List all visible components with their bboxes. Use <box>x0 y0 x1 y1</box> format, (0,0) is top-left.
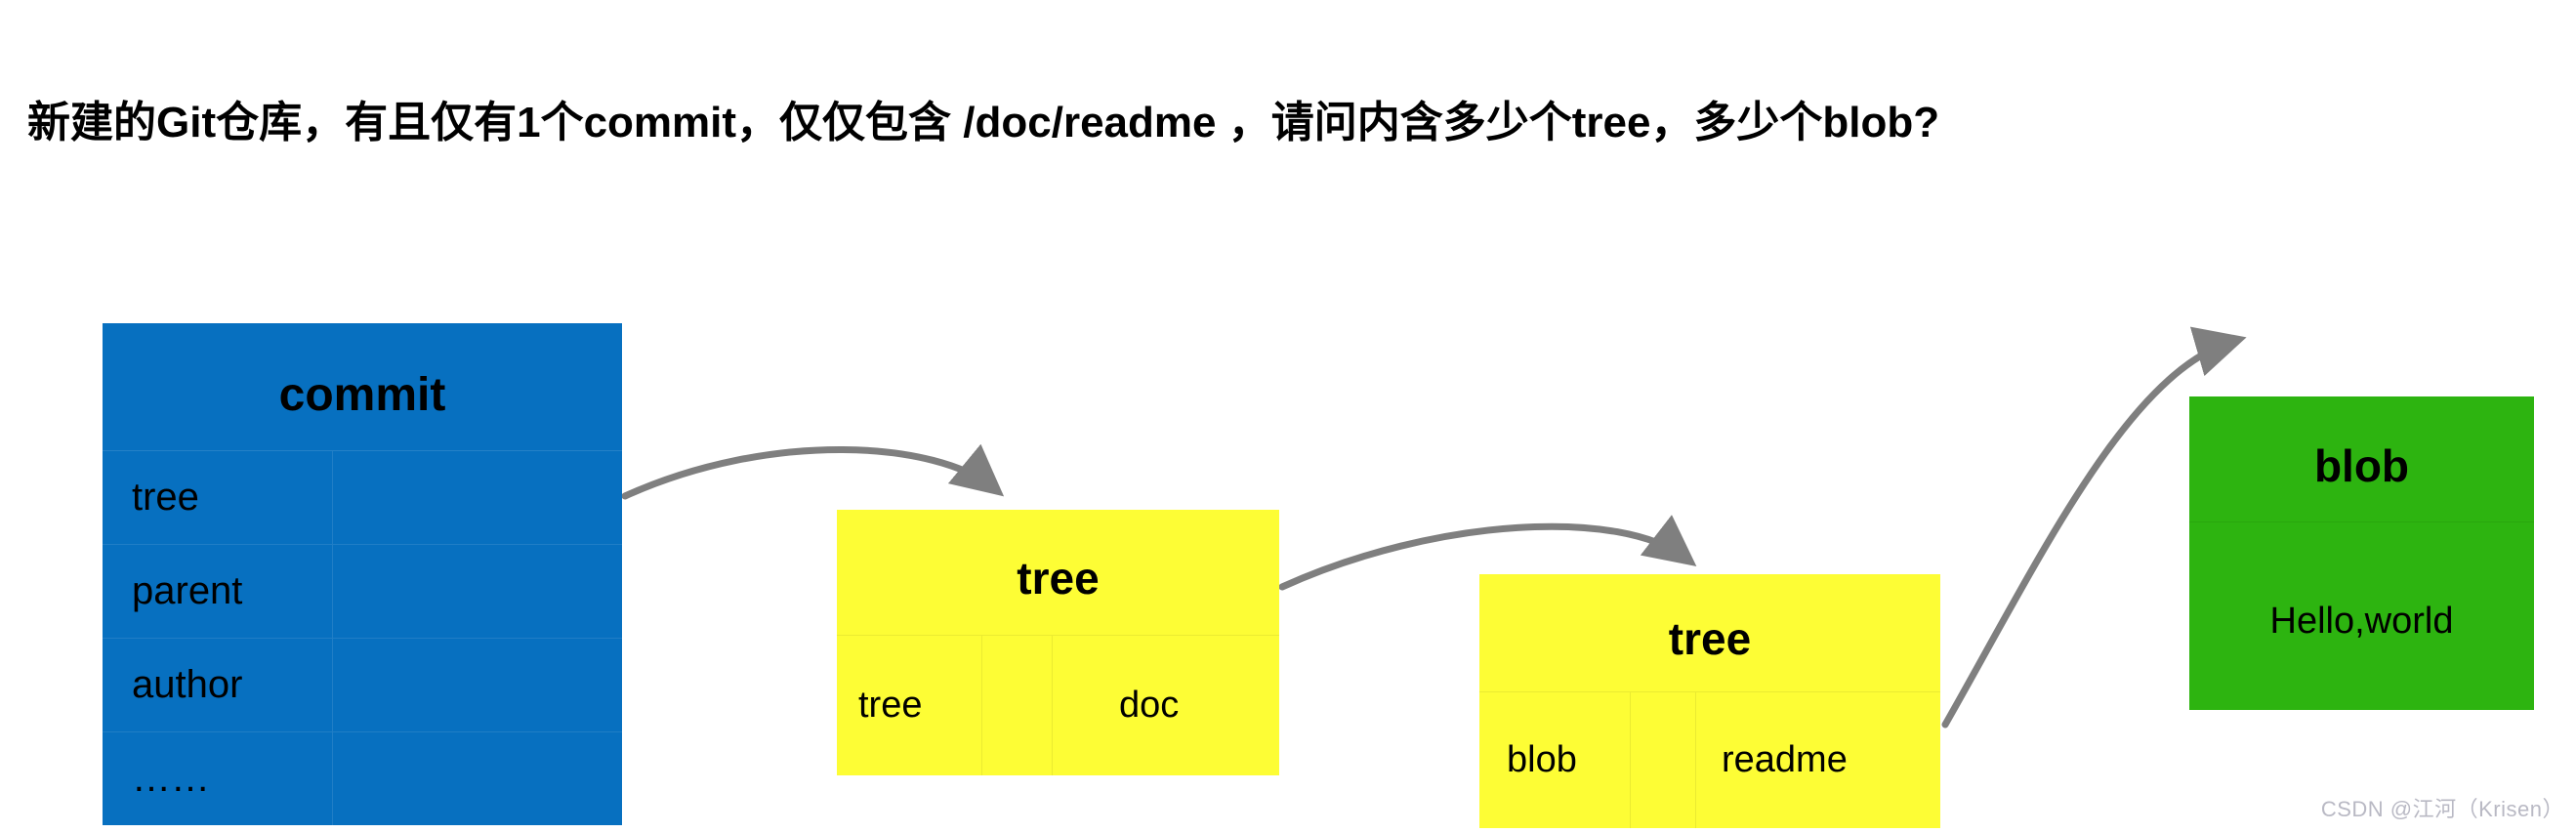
node-commit-header: commit <box>278 368 446 421</box>
node-tree-1-header: tree <box>1017 553 1100 604</box>
table-row: Hello,world <box>2189 521 2534 710</box>
node-blob-header: blob <box>2313 440 2410 491</box>
cell-object-name: doc <box>1119 685 1180 726</box>
node-tree-1-rows: tree doc <box>837 635 1279 775</box>
arrow-commit-to-tree1 <box>621 443 1005 500</box>
node-commit[interactable]: commit tree parent author …… <box>103 323 622 825</box>
cell-object-name: readme <box>1722 739 1848 780</box>
cell-blob-content: Hello,world <box>2269 600 2454 642</box>
table-row: blob readme <box>1479 691 1940 828</box>
page-title: 新建的Git仓库，有且仅有1个commit，仅仅包含 /doc/readme ，… <box>27 99 1940 146</box>
node-tree-1[interactable]: tree tree doc <box>837 510 1279 775</box>
cell-label: tree <box>132 476 199 519</box>
node-blob-rows: Hello,world <box>2189 521 2534 710</box>
cell-value <box>332 451 593 544</box>
cell-label: parent <box>132 569 243 612</box>
table-row: author <box>103 638 622 731</box>
node-tree-2-rows: blob readme <box>1479 691 1940 828</box>
cell-label-ellipsis: …… <box>132 757 210 800</box>
cell-value <box>332 545 593 638</box>
node-commit-rows: tree parent author …… <box>103 450 622 825</box>
node-blob[interactable]: blob Hello,world <box>2189 396 2534 710</box>
node-tree-2-header: tree <box>1668 613 1752 664</box>
cell-label: author <box>132 663 243 706</box>
node-tree-2[interactable]: tree blob readme <box>1479 574 1940 828</box>
table-row: …… <box>103 731 622 825</box>
cell-value <box>332 732 593 825</box>
table-row: parent <box>103 544 622 638</box>
table-row: tree doc <box>837 635 1279 775</box>
cell-hash <box>1630 692 1696 828</box>
cell-hash <box>981 636 1053 775</box>
cell-value <box>332 639 593 731</box>
cell-object-type: blob <box>1507 739 1577 780</box>
table-row: tree <box>103 450 622 544</box>
watermark: CSDN @江河（Krisen） <box>2320 797 2564 821</box>
cell-object-type: tree <box>858 685 923 726</box>
